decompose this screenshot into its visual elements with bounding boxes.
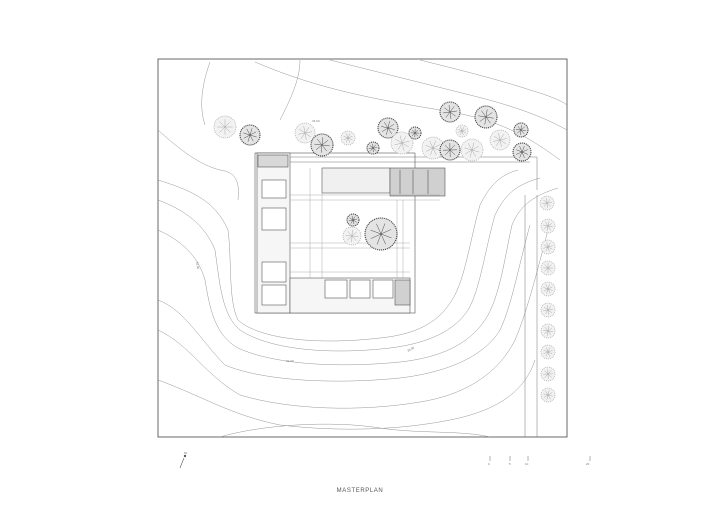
tree-symbol-icon xyxy=(213,115,237,139)
tree-symbol-icon xyxy=(489,129,511,151)
tree-symbol-icon xyxy=(455,124,469,138)
tree-symbol-icon xyxy=(346,213,360,227)
scale-mark-20: 20 xyxy=(586,462,590,466)
tree-symbol-icon xyxy=(364,217,398,251)
tree-symbol-icon xyxy=(540,218,556,234)
tree-symbol-icon xyxy=(239,124,261,146)
tree-symbol-icon xyxy=(540,302,556,318)
tree-symbol-icon xyxy=(439,139,461,161)
tree-symbol-icon xyxy=(513,122,529,138)
tree-symbol-icon xyxy=(540,387,556,403)
building xyxy=(254,152,446,314)
tree-symbol-icon xyxy=(540,281,556,297)
tree-symbol-icon xyxy=(390,131,414,155)
tree-symbol-icon xyxy=(340,130,356,146)
north-arrow-icon xyxy=(179,454,187,469)
tree-symbol-icon xyxy=(366,141,380,155)
scale-bar xyxy=(489,456,591,461)
tree-symbol-icon xyxy=(342,226,362,246)
tree-symbol-icon xyxy=(540,366,556,382)
north-east-block xyxy=(389,167,446,197)
contour-label-4: 33.00 xyxy=(312,119,320,123)
trees xyxy=(213,101,556,403)
contour-lines xyxy=(157,59,568,438)
north-wing xyxy=(321,167,391,194)
tree-symbol-icon xyxy=(540,239,556,255)
contour-label-3: 30.00 xyxy=(407,345,416,352)
tree-symbol-icon xyxy=(294,122,316,144)
tree-symbol-icon xyxy=(539,195,555,211)
scale-mark-50: 50 xyxy=(184,451,188,455)
tree-symbol-icon xyxy=(439,101,461,123)
tree-symbol-icon xyxy=(460,138,484,162)
drawing-caption: MASTERPLAN xyxy=(336,488,384,494)
tree-symbol-icon xyxy=(540,323,556,339)
tree-symbol-icon xyxy=(310,133,334,157)
site-frame xyxy=(157,58,568,438)
tree-symbol-icon xyxy=(512,142,532,162)
tree-symbol-icon xyxy=(540,344,556,360)
tree-symbol-icon xyxy=(408,126,422,140)
scale-mark-10: 10 xyxy=(525,462,529,466)
tree-symbol-icon xyxy=(474,105,498,129)
courtyard-grid xyxy=(290,168,440,278)
scale-mark-5: 5 xyxy=(509,462,511,466)
contour-label-1: 32.00 xyxy=(195,261,200,269)
tree-symbol-icon xyxy=(377,117,399,139)
contour-label-2: 31.00 xyxy=(286,359,294,363)
scale-mark-0: 0 xyxy=(488,462,490,466)
tree-symbol-icon xyxy=(540,260,556,276)
access-road xyxy=(288,156,538,437)
